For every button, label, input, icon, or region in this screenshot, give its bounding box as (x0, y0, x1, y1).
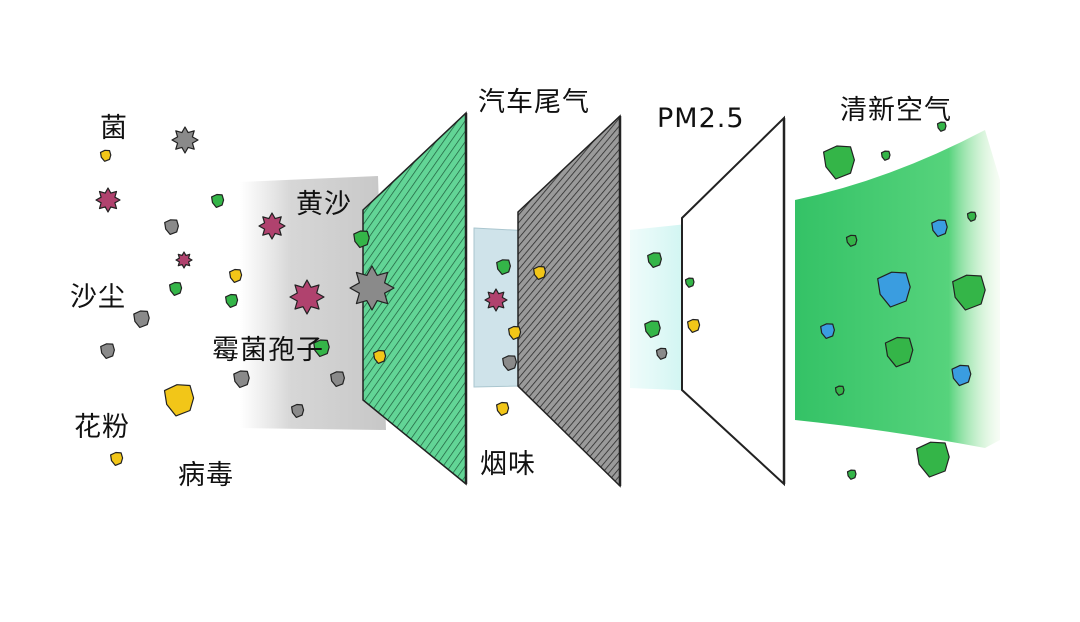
fresh-particle (916, 441, 950, 478)
fresh-particle (936, 121, 947, 132)
dust-particle (233, 370, 250, 389)
label-sand: 黄沙 (296, 189, 352, 220)
bacteria-particle (289, 279, 325, 315)
bacteria-particle (484, 288, 508, 312)
bacteria-particle (175, 251, 193, 269)
fresh-particle (884, 336, 914, 368)
dust-particle (171, 126, 199, 154)
fresh-particle (834, 385, 845, 396)
clean-particle (931, 219, 948, 238)
label-pollen: 花粉 (74, 412, 130, 443)
pollen-particle (110, 451, 124, 466)
label-fresh-air: 清新空气 (840, 95, 952, 126)
dust-particle (291, 403, 305, 418)
clean-particle (820, 323, 835, 339)
label-dust: 沙尘 (70, 282, 126, 313)
pollen-particle (496, 401, 510, 416)
dust-particle (655, 347, 668, 360)
dust-particle (502, 355, 517, 371)
fresh-particle (952, 274, 986, 311)
pollen-particle (373, 349, 387, 364)
virus-particle (684, 277, 695, 288)
fresh-particle (845, 234, 858, 247)
dust-particle (164, 219, 179, 235)
virus-particle (647, 252, 662, 268)
dust-particle (100, 343, 115, 359)
virus-particle (211, 193, 225, 208)
fresh-particle (846, 469, 857, 480)
label-exhaust: 汽车尾气 (478, 87, 590, 118)
pollen-particle (163, 384, 195, 417)
fresh-particle (880, 150, 891, 161)
label-mold-spores: 霉菌孢子 (212, 335, 324, 366)
hepa-filter-panel (681, 115, 785, 487)
bacteria-particle (95, 187, 121, 213)
dust-particle (133, 310, 150, 329)
pollen-particle (229, 268, 243, 283)
label-virus: 病毒 (178, 460, 234, 491)
label-pm25: PM2.5 (657, 103, 745, 134)
virus-particle (169, 281, 183, 296)
virus-particle (644, 320, 661, 339)
particles (95, 121, 986, 480)
fresh-particle (966, 211, 977, 222)
fresh-particle (823, 145, 855, 180)
label-smoke: 烟味 (480, 449, 536, 480)
virus-particle (353, 230, 370, 249)
clean-particle (877, 271, 911, 308)
virus-particle (225, 293, 239, 308)
dust-particle (349, 265, 395, 311)
pollen-particle (508, 325, 522, 340)
carbon-filter-panel (517, 114, 621, 488)
pollen-particle (687, 318, 701, 333)
virus-particle (313, 339, 330, 358)
bacteria-particle (258, 212, 286, 240)
virus-particle (496, 259, 511, 275)
label-bacteria: 菌 (100, 113, 128, 144)
pollen-particle (99, 149, 112, 162)
pollen-particle (533, 265, 547, 280)
clean-particle (951, 364, 972, 387)
dust-particle (330, 371, 345, 387)
